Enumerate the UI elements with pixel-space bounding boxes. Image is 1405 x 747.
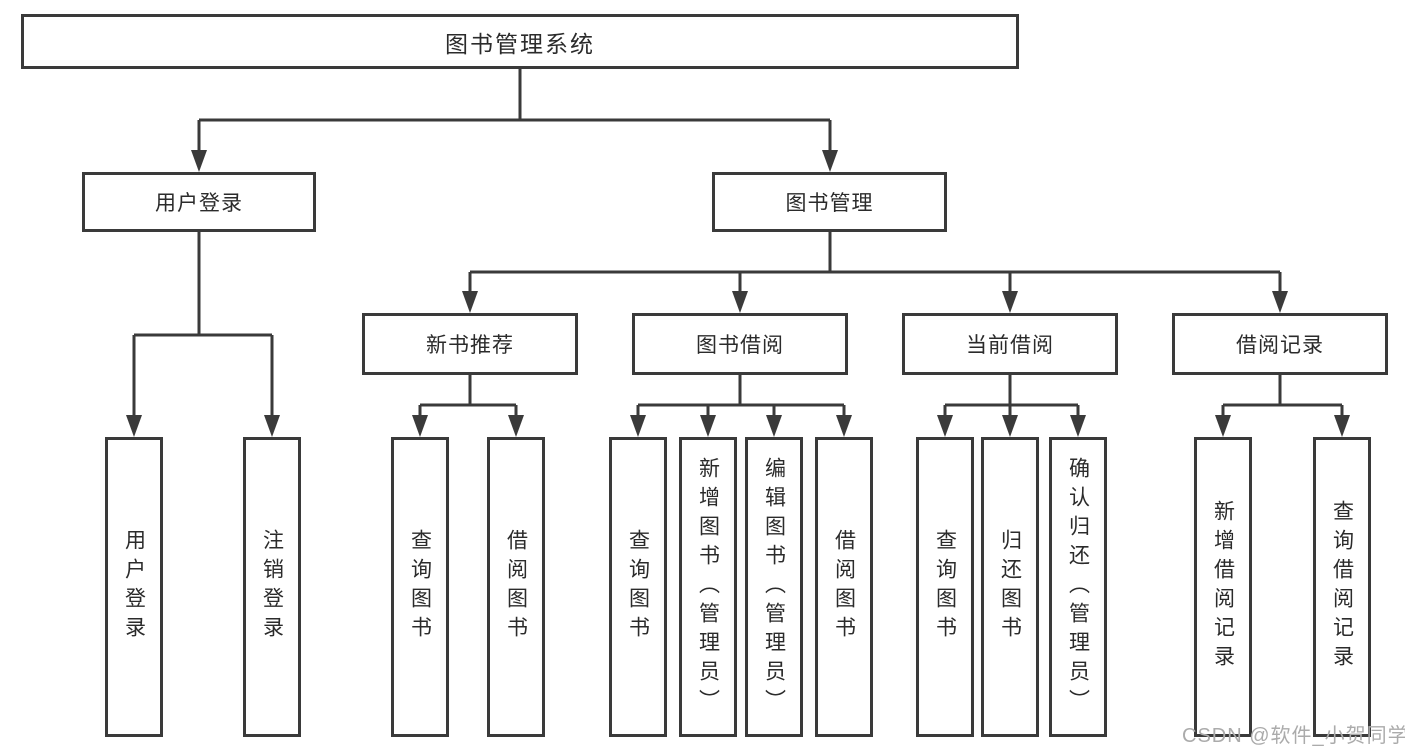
leaf-query-books-1: 查询图书	[391, 437, 449, 737]
leaf-query-books-2: 查询图书	[609, 437, 667, 737]
leaf-add-book-admin: 新增图书（管理员）	[679, 437, 737, 737]
leaf-return-books: 归还图书	[981, 437, 1039, 737]
node-book-borrow: 图书借阅	[632, 313, 848, 375]
node-label: 图书管理	[785, 192, 874, 215]
watermark: CSDN @软件_小贺同学	[1182, 725, 1405, 747]
node-label: 新书推荐	[426, 334, 514, 357]
leaf-query-books-3: 查询图书	[916, 437, 974, 737]
node-label: 当前借阅	[966, 334, 1054, 357]
node-root: 图书管理系统	[21, 14, 1019, 69]
node-label: 查询图书	[933, 529, 957, 645]
arrowheads	[126, 150, 1350, 437]
node-label: 查询借阅记录	[1330, 500, 1354, 674]
node-label: 借阅图书	[504, 529, 528, 645]
node-label: 查询图书	[408, 529, 432, 645]
leaf-borrow-books-1: 借阅图书	[487, 437, 545, 737]
leaf-query-borrow-record: 查询借阅记录	[1313, 437, 1371, 737]
node-label: 新增图书（管理员）	[696, 456, 720, 718]
node-label: 用户登录	[122, 529, 146, 645]
leaf-user-login: 用户登录	[105, 437, 163, 737]
node-book-management: 图书管理	[712, 172, 947, 232]
node-label: 图书借阅	[696, 334, 784, 357]
leaf-borrow-books-2: 借阅图书	[815, 437, 873, 737]
node-current-borrow: 当前借阅	[902, 313, 1118, 375]
node-label: 归还图书	[998, 529, 1022, 645]
node-label: 注销登录	[260, 529, 284, 645]
leaf-confirm-return-admin: 确认归还（管理员）	[1049, 437, 1107, 737]
node-label: 借阅图书	[832, 529, 856, 645]
node-label: 查询图书	[626, 529, 650, 645]
leaf-logout: 注销登录	[243, 437, 301, 737]
leaf-edit-book-admin: 编辑图书（管理员）	[745, 437, 803, 737]
node-user-login: 用户登录	[82, 172, 316, 232]
node-label: 确认归还（管理员）	[1066, 456, 1090, 718]
node-borrow-records: 借阅记录	[1172, 313, 1388, 375]
node-new-book-recommend: 新书推荐	[362, 313, 578, 375]
leaf-add-borrow-record: 新增借阅记录	[1194, 437, 1252, 737]
node-label: 图书管理系统	[445, 30, 595, 57]
node-label: 用户登录	[155, 192, 243, 215]
node-label: 编辑图书（管理员）	[762, 456, 786, 718]
node-label: 新增借阅记录	[1211, 500, 1235, 674]
node-label: 借阅记录	[1236, 334, 1324, 357]
